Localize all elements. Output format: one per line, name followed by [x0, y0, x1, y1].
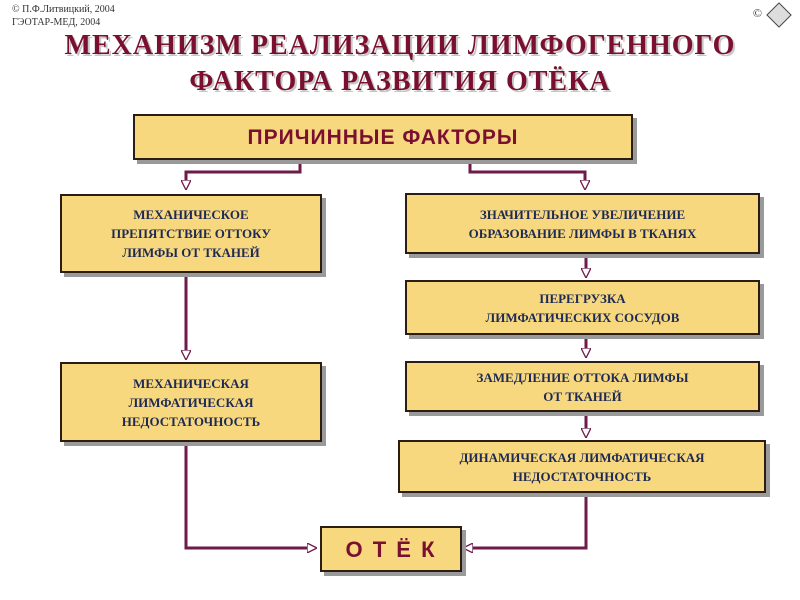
slide-title: МЕХАНИЗМ РЕАЛИЗАЦИИ ЛИМФОГЕННОГО ФАКТОРА…: [0, 28, 800, 100]
dynamic-insufficiency-box: ДИНАМИЧЕСКАЯ ЛИМФАТИЧЕСКАЯ НЕДОСТАТОЧНОС…: [398, 440, 766, 493]
lymph-outflow-slowdown-box: ЗАМЕДЛЕНИЕ ОТТОКА ЛИМФЫ ОТ ТКАНЕЙ: [405, 361, 760, 412]
copyright-line-1: © П.Ф.Литвицкий, 2004: [12, 4, 115, 15]
mechanical-insufficiency-box: МЕХАНИЧЕСКАЯ ЛИМФАТИЧЕСКАЯ НЕДОСТАТОЧНОС…: [60, 362, 322, 442]
connector-right-dynamic-to-edema: [468, 494, 588, 548]
slide-navigation: ©: [752, 2, 792, 28]
causal-factors-box: ПРИЧИННЫЕ ФАКТОРЫ: [133, 114, 633, 160]
mechanical-obstruction-box: МЕХАНИЧЕСКОЕ ПРЕПЯТСТВИЕ ОТТОКУ ЛИМФЫ ОТ…: [60, 194, 322, 273]
title-line-1: МЕХАНИЗМ РЕАЛИЗАЦИИ ЛИМФОГЕННОГО: [64, 30, 736, 61]
connector-left-insufficiency-to-edema: [184, 444, 312, 548]
connector-top-to-right-branch: [468, 164, 585, 185]
connector-top-to-left-branch: [186, 164, 302, 185]
copyright-symbol: ©: [752, 5, 762, 20]
increased-lymph-formation-box: ЗНАЧИТЕЛЬНОЕ УВЕЛИЧЕНИЕ ОБРАЗОВАНИЕ ЛИМФ…: [405, 193, 760, 254]
copyright-notice: © П.Ф.Литвицкий, 2004 ГЭОТАР-МЕД, 2004: [12, 3, 115, 29]
title-line-2: ФАКТОРА РАЗВИТИЯ ОТЁКА: [189, 66, 611, 97]
copyright-line-2: ГЭОТАР-МЕД, 2004: [12, 17, 101, 28]
lymph-vessel-overload-box: ПЕРЕГРУЗКА ЛИМФАТИЧЕСКИХ СОСУДОВ: [405, 280, 760, 335]
edema-result-box: О Т Ё К: [320, 526, 462, 572]
